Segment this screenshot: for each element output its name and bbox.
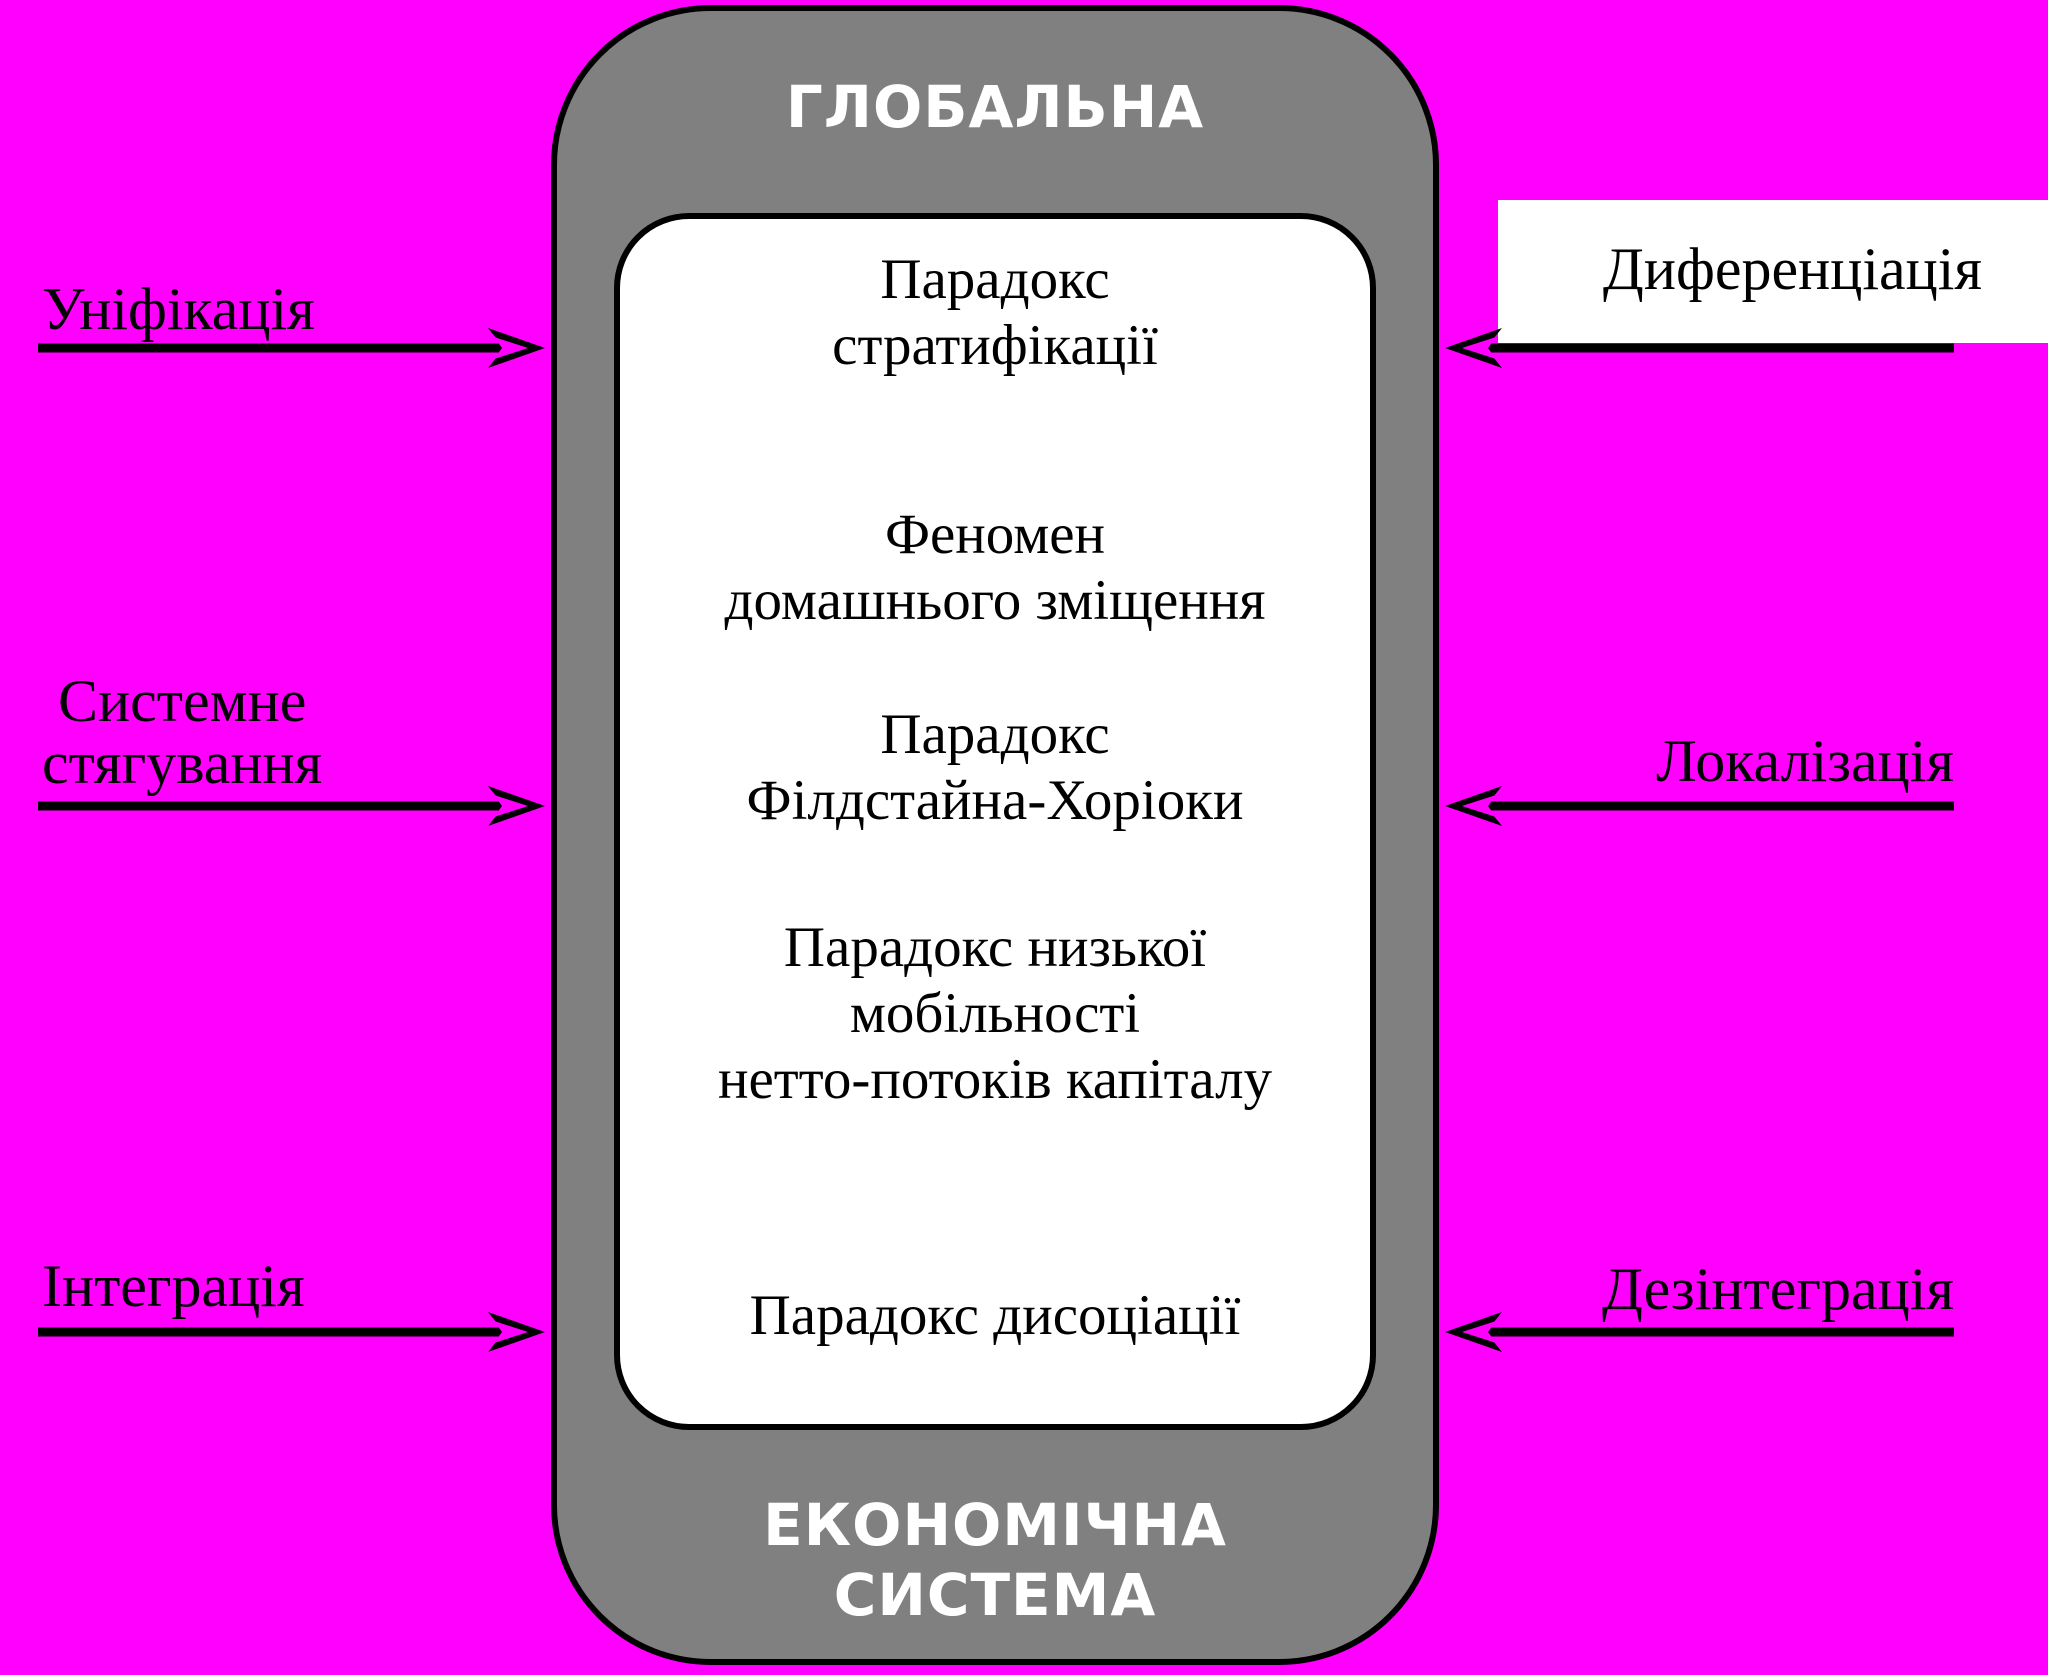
force-localization: Локалізація	[1656, 730, 1954, 792]
label-highlight-background	[1498, 200, 2048, 343]
paradox-line: Парадокс	[880, 703, 1110, 766]
paradox-stratification: Парадокс стратифікації	[620, 247, 1370, 379]
force-differentiation: Диференціація	[1603, 238, 1982, 300]
system-title-bottom-line1: ЕКОНОМІЧНА	[763, 1491, 1227, 1559]
paradox-line: домашнього зміщення	[724, 569, 1266, 632]
force-system-contraction: Системне стягування	[42, 670, 322, 794]
force-disintegration: Дезінтеграція	[1602, 1258, 1954, 1320]
force-unification: Уніфікація	[42, 278, 315, 340]
paradox-line: стратифікації	[832, 314, 1158, 377]
force-label-line: Диференціація	[1602, 236, 1982, 302]
force-label-line: стягування	[42, 730, 323, 796]
system-title-top: ГЛОБАЛЬНА	[785, 73, 1205, 141]
force-label-line: Уніфікація	[42, 276, 315, 342]
force-label-line: Локалізація	[1656, 728, 1954, 794]
force-label-line: Дезінтеграція	[1602, 1256, 1954, 1322]
paradox-line: Парадокс низької	[783, 916, 1207, 979]
paradox-feldstein-horioka: Парадокс Філдстайна-Хоріоки	[620, 702, 1370, 834]
paradox-line: Філдстайна-Хоріоки	[746, 769, 1244, 832]
paradox-line: Парадокс дисоціації	[749, 1284, 1241, 1347]
force-label-line: Інтеграція	[42, 1253, 305, 1319]
system-title-bottom: ЕКОНОМІЧНА СИСТЕМА	[551, 1490, 1439, 1630]
phenomenon-home-bias: Феномен домашнього зміщення	[620, 502, 1370, 634]
force-label-line: Системне	[58, 668, 307, 734]
paradox-line: Феномен	[884, 503, 1106, 566]
paradox-line: мобільності	[849, 982, 1141, 1045]
paradox-low-capital-mobility: Парадокс низької мобільності нетто-поток…	[620, 915, 1370, 1113]
paradox-line: Парадокс	[880, 248, 1110, 311]
force-integration: Інтеграція	[42, 1255, 305, 1317]
paradoxes-box	[614, 213, 1376, 1430]
paradox-dissociation: Парадокс дисоціації	[620, 1283, 1370, 1349]
system-title-bottom-line2: СИСТЕМА	[833, 1561, 1157, 1629]
paradox-line: нетто-потоків капіталу	[717, 1048, 1273, 1111]
